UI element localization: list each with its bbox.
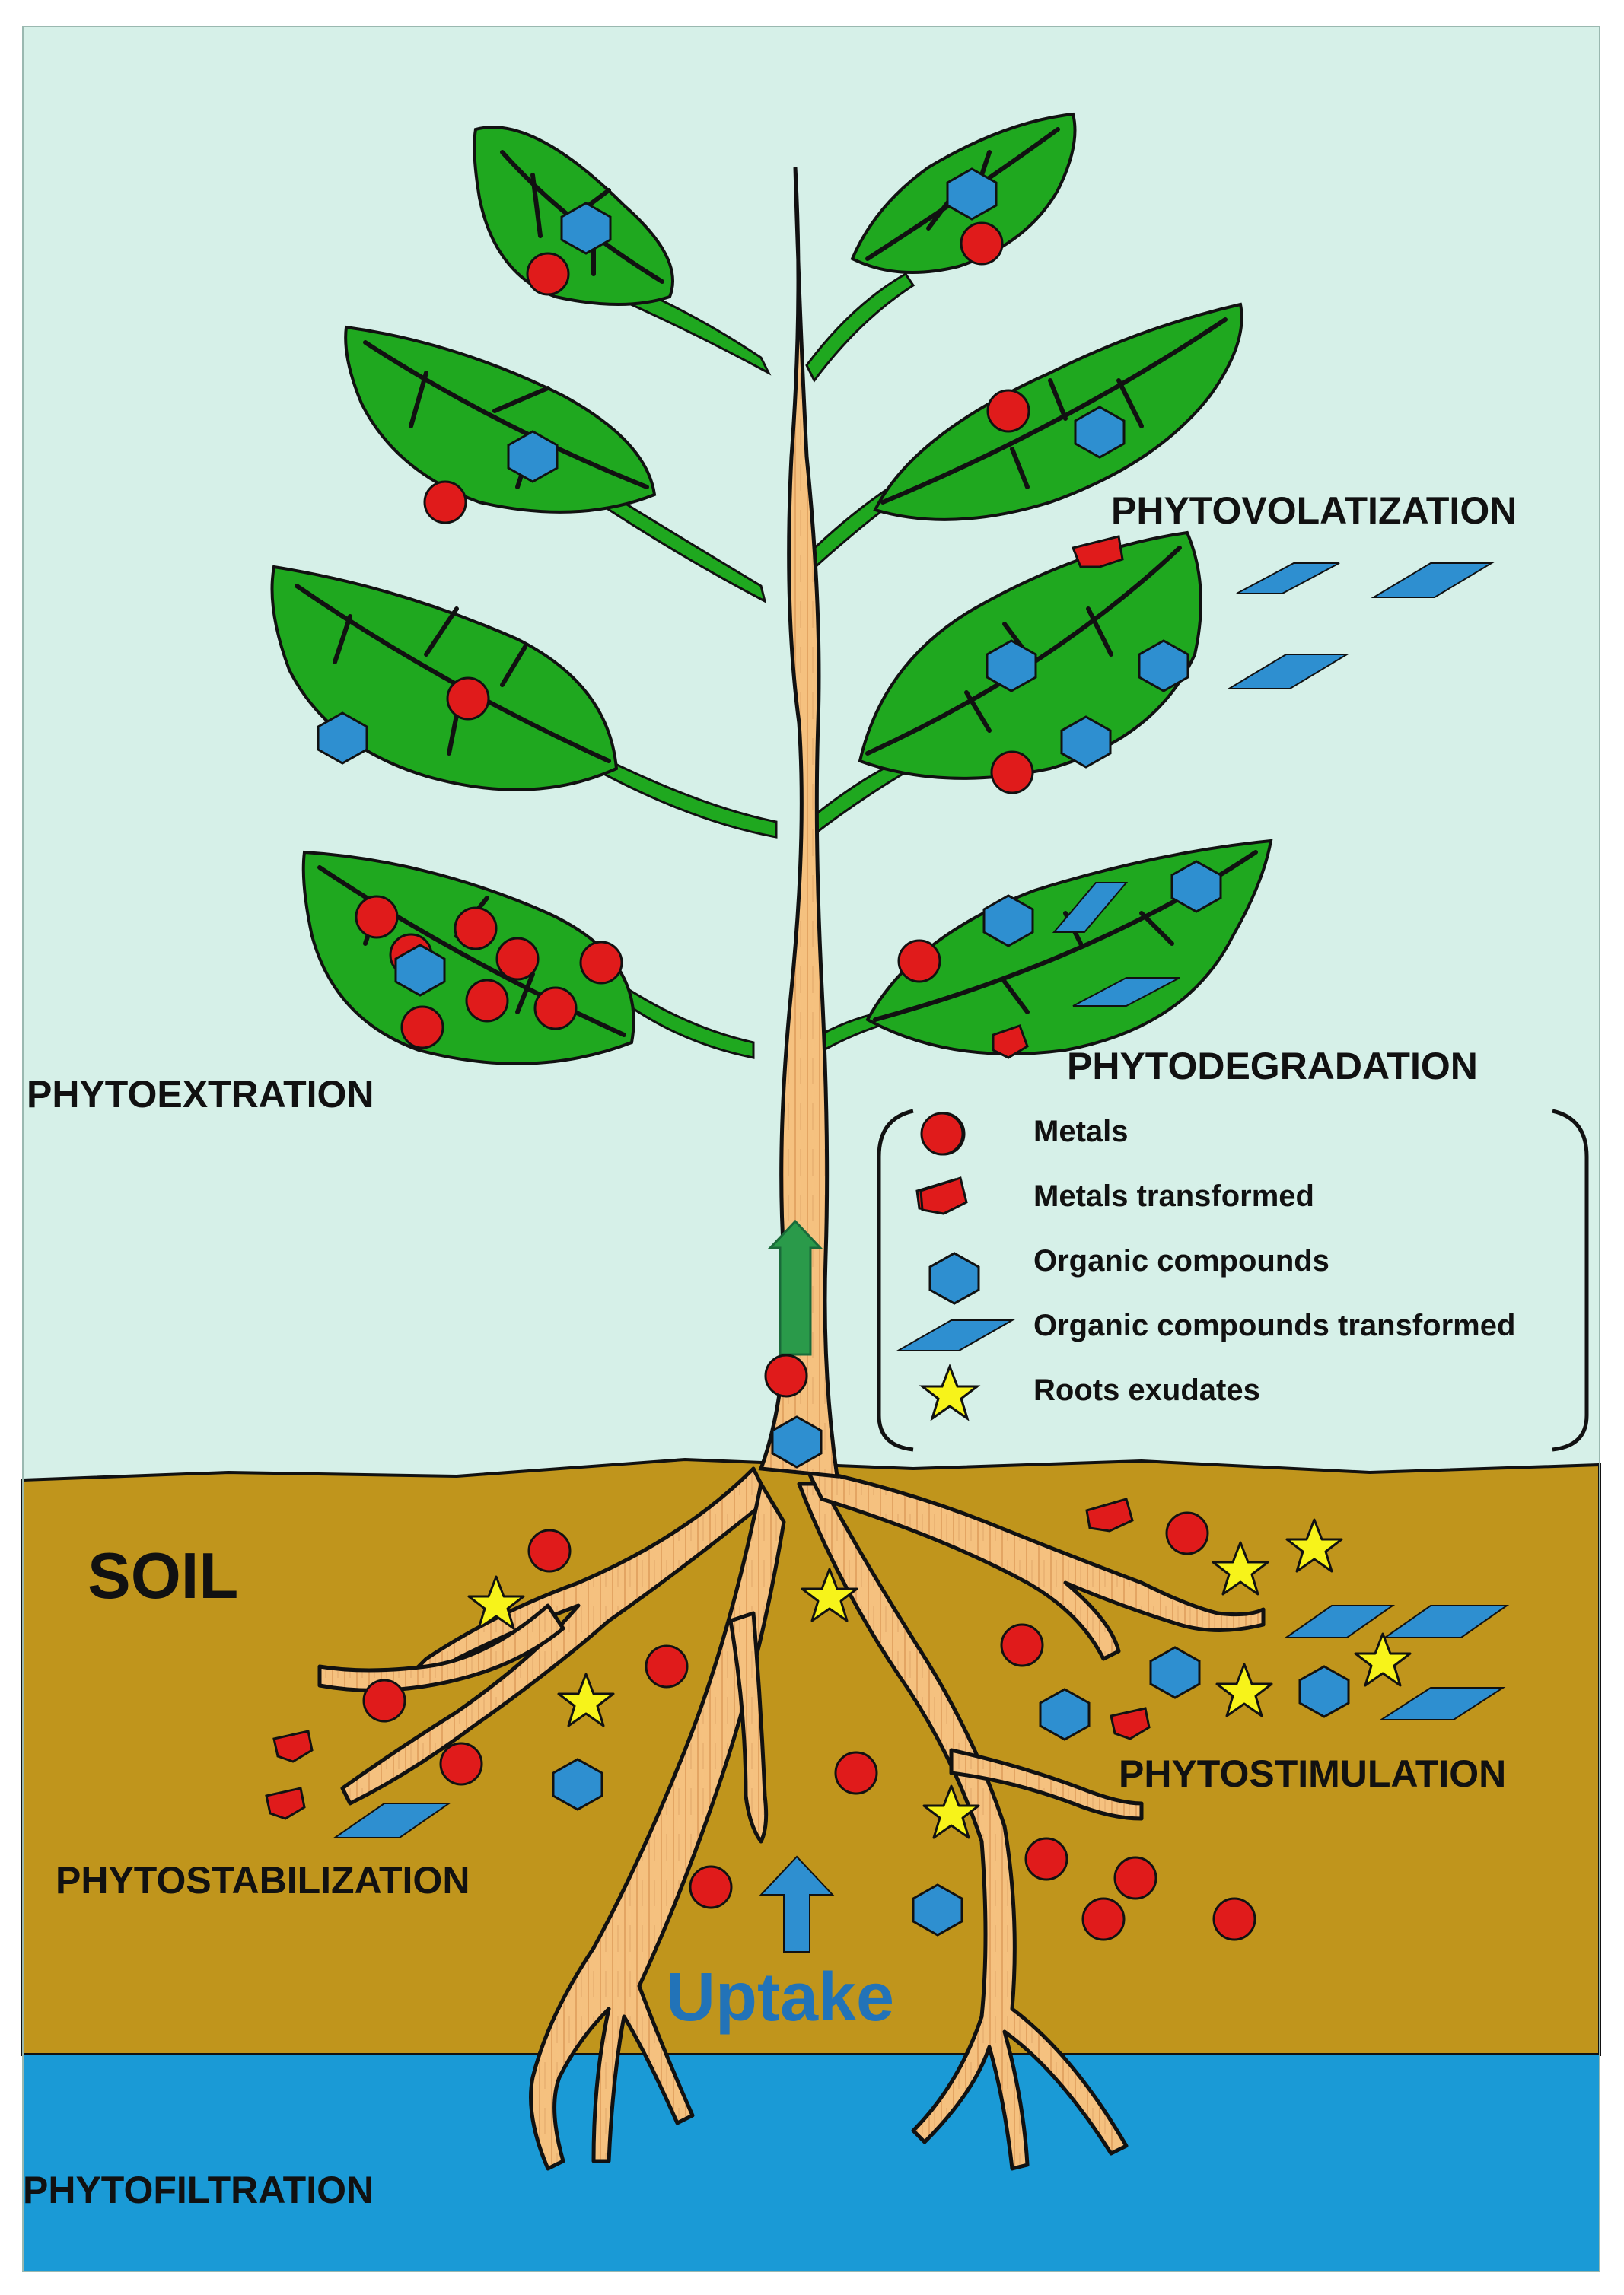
metal-transformed-icon (265, 1787, 306, 1820)
legend-bracket-right (1552, 1109, 1589, 1452)
phytoextration-label: PHYTOEXTRATION (27, 1073, 374, 1116)
exudate-star-icon (801, 1568, 858, 1622)
legend-label-organic-transformed: Organic compounds transformed (1033, 1309, 1515, 1342)
metal-circle-icon (897, 939, 941, 983)
metal-circle-icon (446, 676, 490, 721)
organic-hexagon-icon (1170, 860, 1222, 913)
transport-up-arrow (767, 1219, 823, 1356)
metal-transformed-icon (1110, 1707, 1151, 1740)
exudate-star-icon (922, 1784, 980, 1839)
legend-label-roots-exudates: Roots exudates (1033, 1373, 1260, 1407)
phytovolatization-label: PHYTOVOLATIZATION (1111, 489, 1517, 532)
legend: Metals Metals transformed Organic compou… (895, 1112, 1515, 1421)
organic-hexagon-icon (1138, 639, 1189, 692)
exudate-star-icon (1212, 1541, 1269, 1596)
metal-circle-icon (355, 895, 399, 939)
organic-transformed-icon (1382, 1605, 1510, 1638)
exudate-star-icon (557, 1673, 615, 1727)
phytostimulation-label: PHYTOSTIMULATION (1119, 1752, 1506, 1795)
organic-hexagon-icon (771, 1415, 823, 1469)
organic-hexagon-icon (986, 639, 1037, 692)
phytofiltration-label: PHYTOFILTRATION (23, 2169, 374, 2211)
metal-transformed-icon (992, 1024, 1029, 1059)
organic-transformed-icon (1072, 977, 1180, 1007)
uptake-arrow (759, 1855, 835, 1953)
organic-hexagon-icon (1074, 406, 1126, 459)
leaf-lower-right (865, 839, 1273, 1055)
organic-hexagon-icon (946, 167, 998, 221)
metal-circle-icon (454, 906, 498, 950)
metal-circle-icon (400, 1005, 444, 1049)
exudate-star-icon (1285, 1518, 1343, 1573)
metal-circle-icon (579, 941, 623, 985)
frame (22, 26, 1600, 2272)
exudate-star-icon (1215, 1663, 1273, 1717)
metal-circle-icon (645, 1644, 689, 1689)
metal-transformed-icon (919, 1176, 968, 1215)
branches (577, 264, 915, 1060)
organic-transformed-icon (895, 1319, 1015, 1351)
metal-circle-icon (689, 1865, 733, 1909)
organic-transformed-icon (1283, 1605, 1396, 1638)
organic-transformed-icon (332, 1803, 452, 1838)
phytostabilization-label: PHYTOSTABILIZATION (56, 1859, 470, 1902)
metal-circle-icon (1024, 1837, 1068, 1881)
organic-hexagon-icon (507, 430, 559, 483)
metal-circle-icon (526, 252, 570, 296)
water-region (23, 2055, 1600, 2271)
metal-circle-icon (533, 986, 578, 1030)
organic-hexagon-icon (912, 1883, 963, 1937)
organic-hexagon-icon (560, 202, 612, 255)
organic-hexagon-icon (1298, 1665, 1350, 1718)
metal-circle-icon (1165, 1511, 1209, 1555)
roots (317, 1466, 1266, 2171)
organic-hexagon-icon (1039, 1688, 1091, 1741)
metal-transformed-icon (272, 1730, 314, 1763)
organic-transformed-icon (1236, 562, 1340, 594)
metal-circle-icon (960, 221, 1004, 266)
legend-bracket-left (877, 1109, 914, 1452)
metal-circle-icon (495, 937, 540, 981)
organic-hexagon-icon (317, 711, 368, 765)
phytodegradation-label: PHYTODEGRADATION (1067, 1045, 1478, 1087)
metal-circle-icon (920, 1112, 964, 1156)
metal-circle-icon (362, 1679, 406, 1723)
organic-transformed-icon (1378, 1687, 1506, 1720)
metal-circle-icon (1000, 1623, 1044, 1667)
organic-transformed (332, 562, 1510, 1838)
metal-circle-icon (1212, 1897, 1256, 1941)
metal-circle-icon (465, 979, 509, 1023)
legend-label-organic-compounds: Organic compounds (1033, 1244, 1329, 1278)
organic-hexagon-icon (982, 894, 1034, 947)
metal-circle-icon (764, 1354, 808, 1398)
metal-circle-icon (834, 1751, 878, 1795)
organic-hexagon-icon (1060, 715, 1112, 769)
stem (758, 167, 839, 1479)
organic-hexagon-icon (1149, 1646, 1201, 1699)
exudate-star-icon (1354, 1632, 1412, 1687)
metal-transformed-icon (1071, 535, 1124, 568)
metal-circle-icon (1081, 1897, 1126, 1941)
soil-label: SOIL (88, 1540, 238, 1612)
uptake-label: Uptake (666, 1959, 894, 2036)
organic-hexagon-icon (394, 944, 446, 997)
organic-transformed-icon (1226, 654, 1350, 689)
metal-circle-icon (986, 389, 1030, 433)
metal-circle-icon (423, 480, 467, 524)
organic-transformed-icon (1371, 562, 1495, 598)
metal-circle-icon (1113, 1856, 1157, 1900)
organic-hexagons (317, 167, 1350, 1937)
organic-transformed-icon (1052, 882, 1129, 933)
legend-label-metals-transformed: Metals transformed (1033, 1179, 1314, 1213)
metal-circle-icon (990, 750, 1034, 794)
metal-transformed-icon (1085, 1498, 1134, 1533)
metal-circle-icon (527, 1529, 572, 1573)
legend-label-metals: Metals (1033, 1115, 1129, 1148)
metal-circle-icon (439, 1742, 483, 1786)
organic-hexagon-icon (928, 1252, 980, 1305)
organic-hexagon-icon (552, 1758, 603, 1811)
exudate-star-icon (467, 1575, 525, 1630)
exudate-star-icon (919, 1363, 981, 1421)
